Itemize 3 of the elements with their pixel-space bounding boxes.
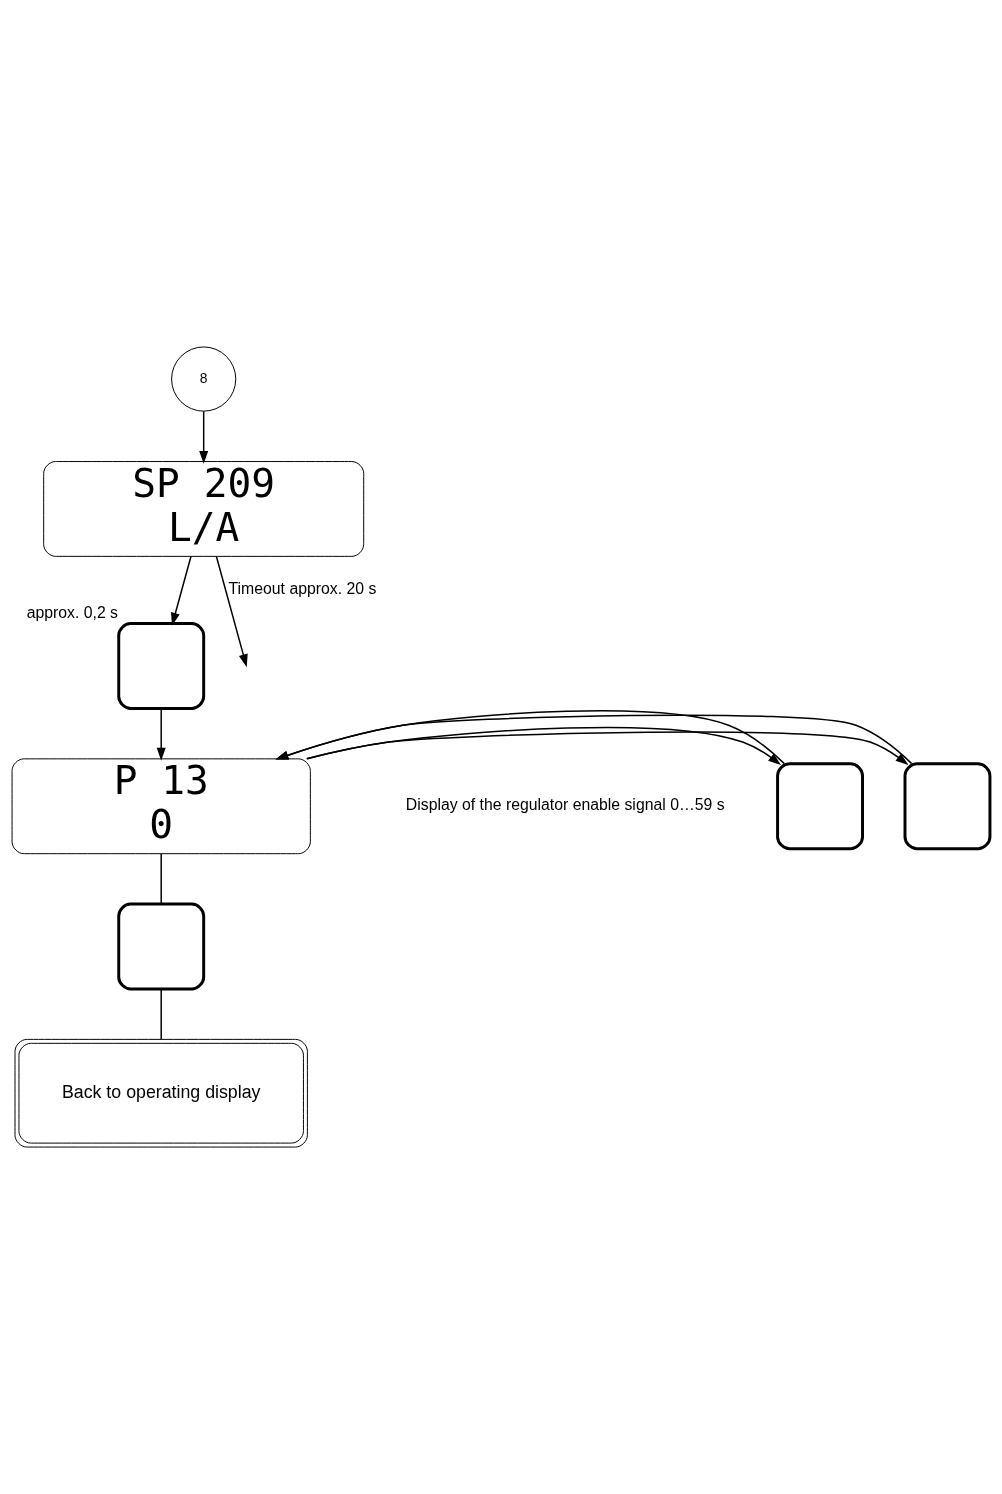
- node-label: approx. 0,2 s: [26, 604, 118, 622]
- label: Display of the regulator enable signal 0…59 s: [405, 796, 725, 814]
- edge-label: Timeout approx. 20 s: [228, 579, 377, 597]
